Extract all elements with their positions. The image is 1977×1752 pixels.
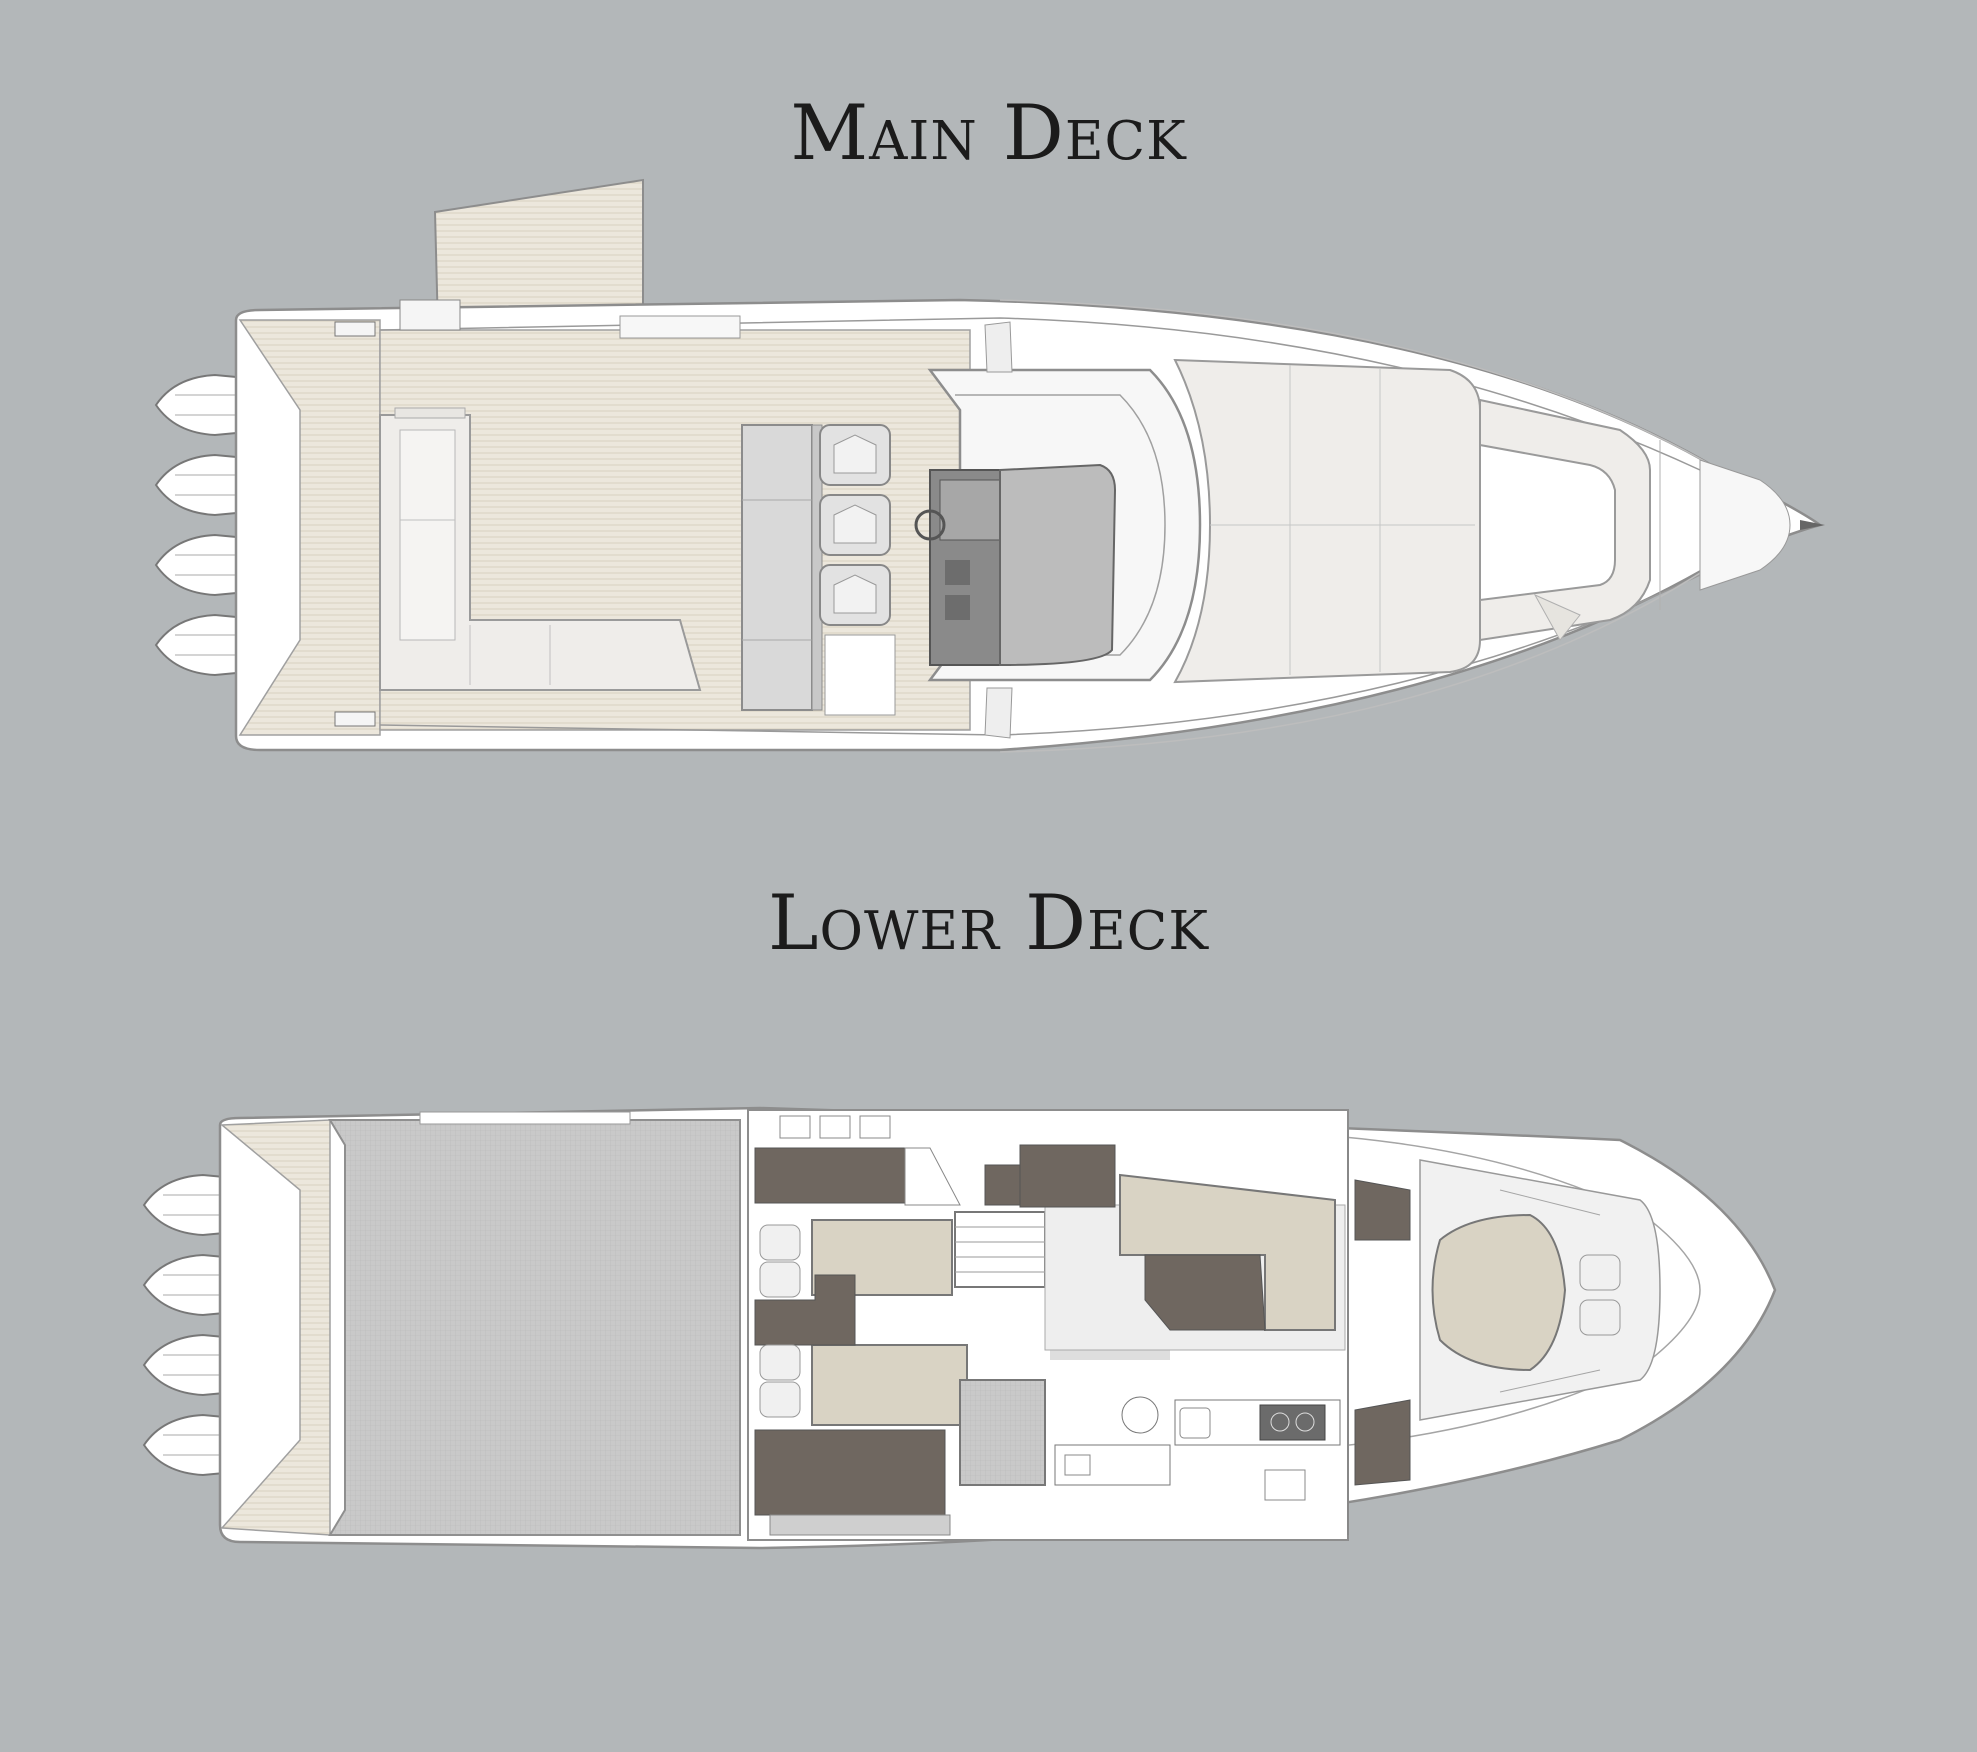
forward-berth bbox=[1431, 1213, 1567, 1372]
aft-cabin-beds bbox=[754, 1219, 968, 1426]
helm-seats bbox=[819, 424, 891, 626]
bow-cleat bbox=[1800, 520, 1825, 530]
main-deck-aft-teak bbox=[238, 319, 381, 736]
pillow bbox=[759, 1381, 801, 1418]
aft-cabin-wardrobe bbox=[754, 1147, 906, 1204]
bow-seating bbox=[1479, 398, 1651, 642]
bed bbox=[811, 1344, 968, 1426]
cleat bbox=[334, 711, 376, 727]
aft-lounge-sofa bbox=[379, 414, 702, 691]
pillow bbox=[759, 1261, 801, 1298]
dashboard bbox=[999, 463, 1117, 667]
dinette-table bbox=[1144, 1254, 1266, 1331]
cleat bbox=[334, 321, 376, 337]
cooktop bbox=[1259, 1404, 1326, 1441]
steering-wheel bbox=[914, 509, 946, 541]
main-deck-title: Main Deck bbox=[790, 88, 1187, 177]
helm-seat bbox=[819, 424, 891, 486]
lower-deck-title: Lower Deck bbox=[768, 878, 1209, 967]
companionway-stairs bbox=[954, 1211, 1046, 1288]
helm-seat bbox=[819, 564, 891, 626]
shower bbox=[959, 1379, 1046, 1486]
pillow bbox=[759, 1344, 801, 1381]
toilet bbox=[1121, 1396, 1159, 1434]
pillow bbox=[759, 1224, 801, 1261]
garage-hatch bbox=[328, 1119, 741, 1536]
forward-nightstand bbox=[1354, 1179, 1411, 1241]
pilot-bench-backrest bbox=[741, 424, 813, 711]
pillow bbox=[1579, 1254, 1621, 1291]
bed-divider-nightstand bbox=[754, 1274, 856, 1346]
helm-seat bbox=[819, 494, 891, 556]
forward-nightstand bbox=[1354, 1399, 1411, 1486]
storage-cabinet bbox=[1019, 1144, 1116, 1208]
sink bbox=[1179, 1407, 1211, 1439]
aft-cabin-wardrobe-bottom bbox=[754, 1429, 946, 1516]
pillow bbox=[1579, 1299, 1621, 1336]
anchor-locker bbox=[1699, 459, 1791, 591]
galley bbox=[1174, 1399, 1341, 1501]
